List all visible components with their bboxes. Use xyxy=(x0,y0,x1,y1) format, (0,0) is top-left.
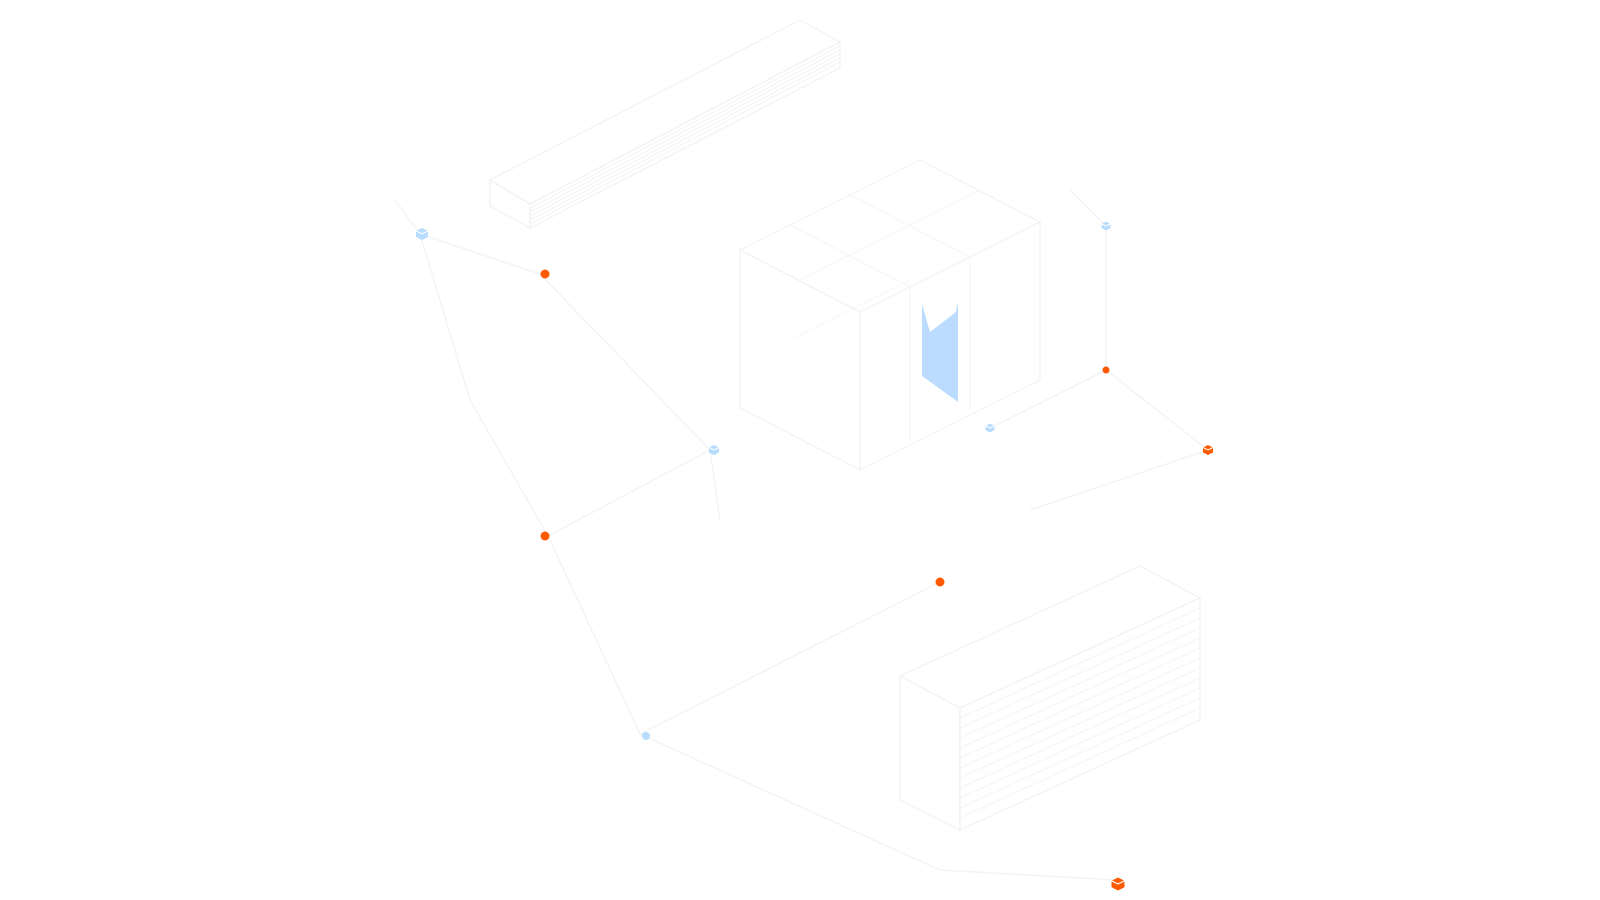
rack-slat xyxy=(959,647,1201,759)
rack-slat xyxy=(959,707,1201,819)
rack-slat xyxy=(529,49,841,213)
connector-lines xyxy=(394,189,1210,881)
server-rack-bottom xyxy=(898,565,1202,832)
blue-cube-icon xyxy=(1101,221,1111,231)
rack-slat xyxy=(959,667,1201,779)
blue-dot-icon xyxy=(642,732,650,740)
rack-slat xyxy=(959,697,1201,809)
blue-cube-icon xyxy=(985,423,995,433)
rack-slat xyxy=(959,687,1201,799)
orange-dot-icon xyxy=(935,577,945,587)
node-markers xyxy=(415,221,1214,891)
rack-slat xyxy=(959,607,1201,719)
orange-dot-icon xyxy=(540,531,550,541)
orange-dot-icon xyxy=(1102,366,1110,374)
blue-panel-icon xyxy=(922,302,958,402)
orange-cube-icon xyxy=(1202,445,1214,455)
server-rack-top xyxy=(488,19,842,230)
orange-dot-icon xyxy=(540,269,550,279)
blue-cube-icon xyxy=(415,228,429,240)
rack-slat xyxy=(959,657,1201,769)
rack-slat xyxy=(959,617,1201,729)
blue-cube-icon xyxy=(708,445,720,455)
orange-cube-icon xyxy=(1111,877,1125,891)
central-cube xyxy=(738,159,1042,472)
rack-slat xyxy=(529,45,841,209)
rack-slat xyxy=(959,637,1201,749)
rack-slat xyxy=(529,57,841,221)
rack-slat xyxy=(529,61,841,225)
rack-slat xyxy=(529,53,841,217)
rack-slat xyxy=(959,627,1201,739)
rack-slat xyxy=(959,677,1201,789)
